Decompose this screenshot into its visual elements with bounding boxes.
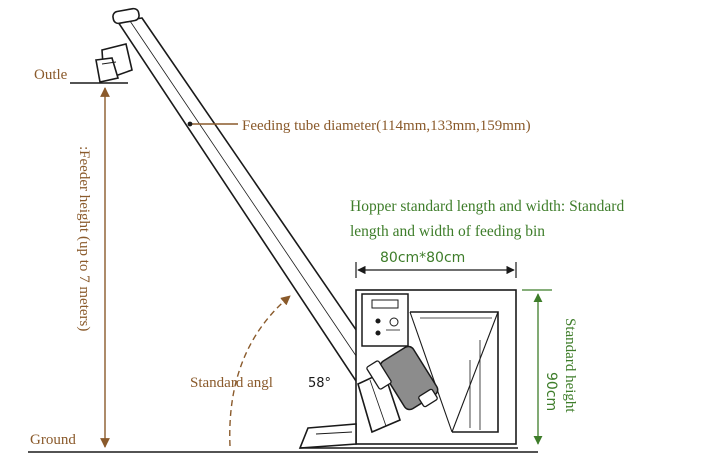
height-value-label: 90cm: [543, 372, 559, 411]
angle-arc: [229, 295, 291, 447]
standard-angle-label: Standard angl: [190, 375, 273, 391]
hopper-description-line1: Hopper standard length and width: Standa…: [350, 198, 624, 215]
control-box: [361, 293, 409, 347]
feeding-tube-label: Feeding tube diameter(114mm,133mm,159mm): [242, 118, 531, 134]
tube-pointer-dot: [187, 121, 193, 127]
standard-height-label: Standard height: [562, 318, 578, 413]
hopper-dimension-label: 80cm*80cm: [380, 250, 465, 266]
discharge-spout: [95, 43, 133, 83]
feeding-tube: [116, 17, 387, 386]
tube-top-cap: [112, 7, 140, 25]
angle-value-label: 58°: [308, 376, 331, 391]
ground-label: Ground: [30, 432, 76, 448]
hopper-description-line2: length and width of feeding bin: [350, 223, 545, 240]
feeder-height-label: :Feeder height (up to 7 meters): [76, 146, 92, 331]
outlet-label: Outle: [34, 67, 68, 83]
base-frame: [298, 423, 518, 449]
motor: [366, 345, 439, 411]
